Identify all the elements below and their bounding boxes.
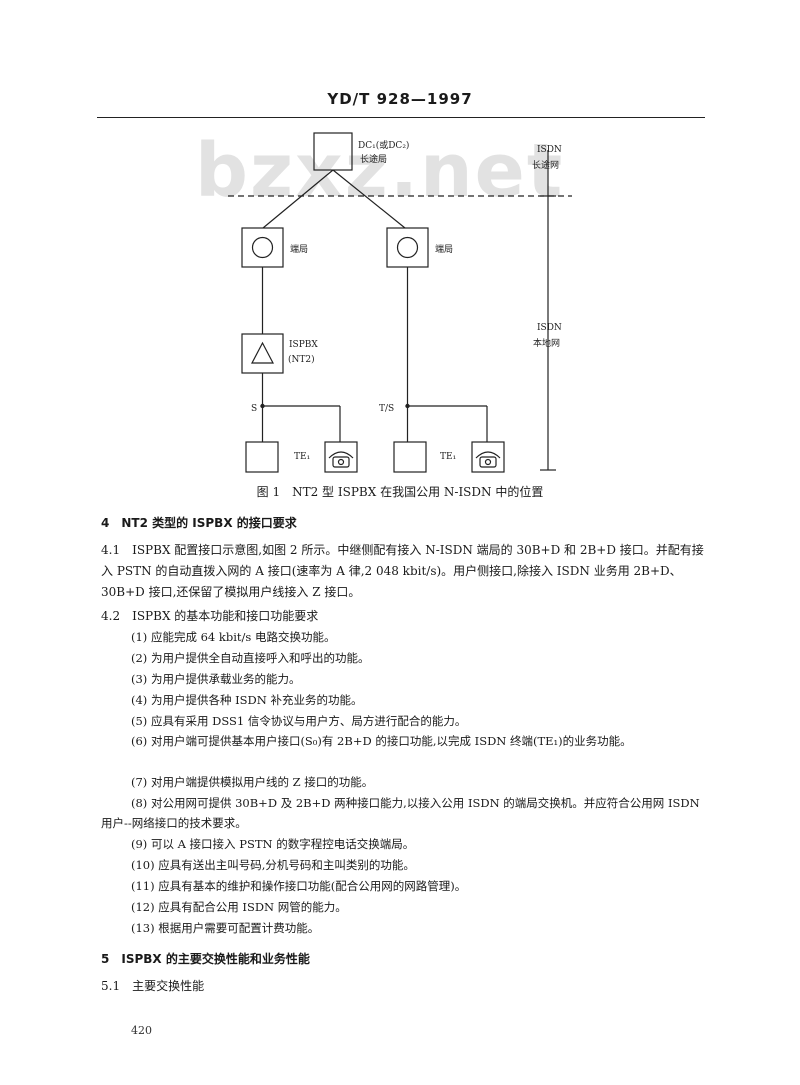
paragraph-4-2: 4.2 ISPBX 的基本功能和接口功能要求 (101, 609, 319, 623)
ts-junction-dot (405, 403, 410, 409)
list-item: (9) 可以 A 接口接入 PSTN 的数字程控电话交换端局。 (131, 837, 415, 851)
list-item: (10) 应具有送出主叫号码,分机号码和主叫类别的功能。 (131, 858, 415, 872)
ispbx-triangle (251, 341, 274, 364)
dc-right-branch (332, 169, 406, 229)
page-number: 420 (131, 1024, 152, 1037)
te-left-box (245, 441, 279, 473)
ispbx-sublabel: (NT2) (288, 354, 315, 365)
header-rule (97, 117, 705, 118)
list-item: (5) 应具有采用 DSS1 信令协议与用户方、局方进行配合的能力。 (131, 714, 467, 728)
list-item: (2) 为用户提供全自动直接呼入和呼出的功能。 (131, 651, 370, 665)
local-exchange-left-circle (251, 236, 274, 259)
s-junction-dot (260, 403, 265, 409)
list-item: (11) 应具有基本的维护和操作接口功能(配合公用网的网路管理)。 (131, 879, 467, 893)
ispbx-box (241, 333, 284, 374)
telephone-icon-left (328, 451, 354, 468)
telephone-icon-right (475, 451, 501, 468)
dc-sublabel: 长途局 (360, 153, 387, 165)
te-right-box (393, 441, 427, 473)
list-item: (8) 对公用网可提供 30B+D 及 2B+D 两种接口能力,以接入公用 IS… (101, 796, 700, 830)
dc-left-branch (262, 169, 334, 229)
list-item: (12) 应具有配合公用 ISDN 网管的能力。 (131, 900, 347, 914)
s-reference-label: S (251, 404, 257, 414)
te-left-label: TE₁ (294, 452, 310, 462)
ts-reference-label: T/S (379, 404, 394, 414)
te-right-label: TE₁ (440, 452, 456, 462)
isdn-local-label: ISDN (537, 323, 562, 333)
paragraph-4-1: 4.1 ISPBX 配置接口示意图,如图 2 所示。中继侧配有接入 N-ISDN… (101, 543, 704, 599)
isdn-local-sublabel: 本地网 (533, 337, 560, 349)
list-item: (13) 根据用户需要可配置计费功能。 (131, 921, 320, 935)
list-item: (1) 应能完成 64 kbit/s 电路交换功能。 (131, 630, 336, 644)
list-item: (7) 对用户端提供模拟用户线的 Z 接口的功能。 (131, 775, 374, 789)
local-exchange-left-box (241, 227, 284, 268)
local-exchange-left-label: 端局 (290, 243, 308, 255)
section-4-title: 4 NT2 类型的 ISPBX 的接口要求 (101, 516, 297, 530)
list-item: (3) 为用户提供承载业务的能力。 (131, 672, 301, 686)
watermark: bzxz.net (195, 128, 565, 214)
paragraph-5-1: 5.1 主要交换性能 (101, 979, 205, 993)
isdn-long-label: ISDN (537, 145, 562, 155)
local-exchange-right-box (386, 227, 429, 268)
isdn-long-sublabel: 长途网 (532, 159, 559, 171)
list-item: (4) 为用户提供各种 ISDN 补充业务的功能。 (131, 693, 363, 707)
ispbx-label: ISPBX (289, 340, 318, 350)
list-item: (6) 对用户端可提供基本用户接口(S₀)有 2B+D 的接口功能,以完成 IS… (131, 734, 632, 748)
figure-caption: 图 1 NT2 型 ISPBX 在我国公用 N-ISDN 中的位置 (256, 485, 544, 499)
dc-box (313, 132, 353, 171)
section-5-title: 5 ISPBX 的主要交换性能和业务性能 (101, 952, 310, 966)
phone-right-box (471, 441, 505, 473)
local-exchange-right-circle (396, 236, 419, 259)
page-header: YD/T 928—1997 (327, 90, 473, 108)
dc-label: DC₁(或DC₂) (358, 139, 409, 151)
phone-left-box (324, 441, 358, 473)
network-diagram: DC₁(或DC₂) 长途局 ISDN 长途网 端局 端局 ISPBX (NT2)… (228, 132, 572, 473)
local-exchange-right-label: 端局 (435, 243, 453, 255)
